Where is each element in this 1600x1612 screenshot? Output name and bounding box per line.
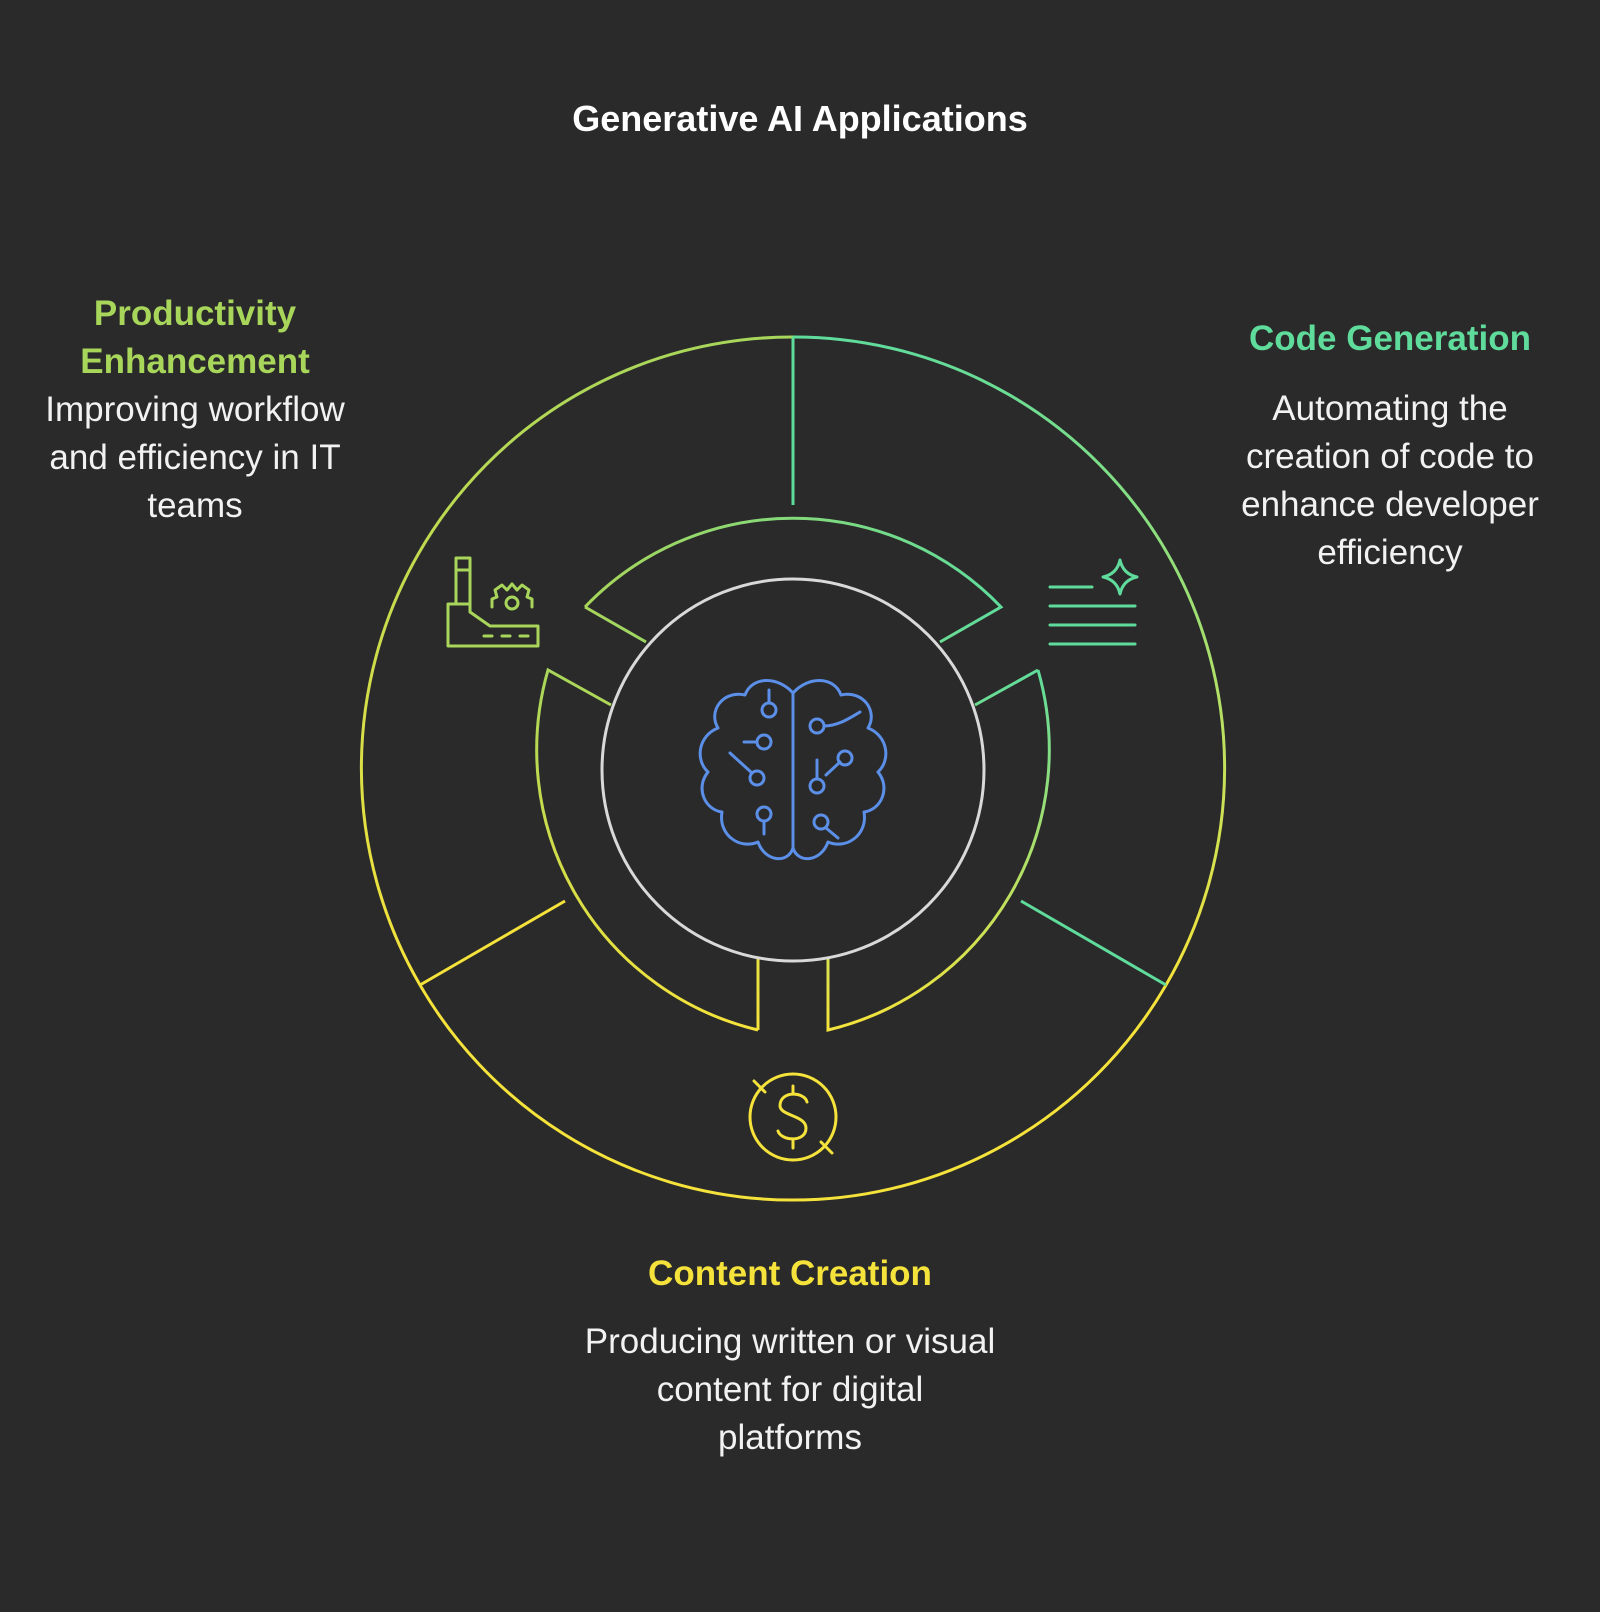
page-title: Generative AI Applications (572, 98, 1028, 139)
segment-content: Content Creation Producing written or vi… (580, 1250, 1000, 1462)
segment-heading: Content Creation (648, 1254, 932, 1293)
inner-segment-right (826, 668, 1051, 1032)
segment-description: Producing written or visual content for … (584, 1322, 996, 1457)
factory-gear-icon (446, 556, 540, 648)
outer-arc-code (792, 335, 1227, 986)
inner-segment-top (583, 516, 1004, 644)
spoke-left (419, 899, 566, 987)
segment-code: Code Generation Automating the creation … (1230, 315, 1550, 577)
segment-description: Improving workflow and efficiency in IT … (45, 390, 345, 525)
inner-segment-left (535, 667, 760, 1032)
segment-productivity: Productivity Enhancement Improving workf… (40, 290, 350, 530)
outer-arc-content (418, 984, 1168, 1202)
outer-arc-productivity (359, 335, 794, 986)
text-lines-sparkle-icon (1048, 558, 1139, 646)
brain-circuit-icon (698, 679, 888, 860)
spoke-right (1020, 899, 1167, 987)
segment-heading: Code Generation (1249, 319, 1531, 358)
segment-description: Automating the creation of code to enhan… (1241, 389, 1539, 572)
dollar-circle-icon (748, 1072, 838, 1162)
segment-heading: Productivity Enhancement (80, 294, 310, 381)
center-ring (600, 577, 986, 963)
